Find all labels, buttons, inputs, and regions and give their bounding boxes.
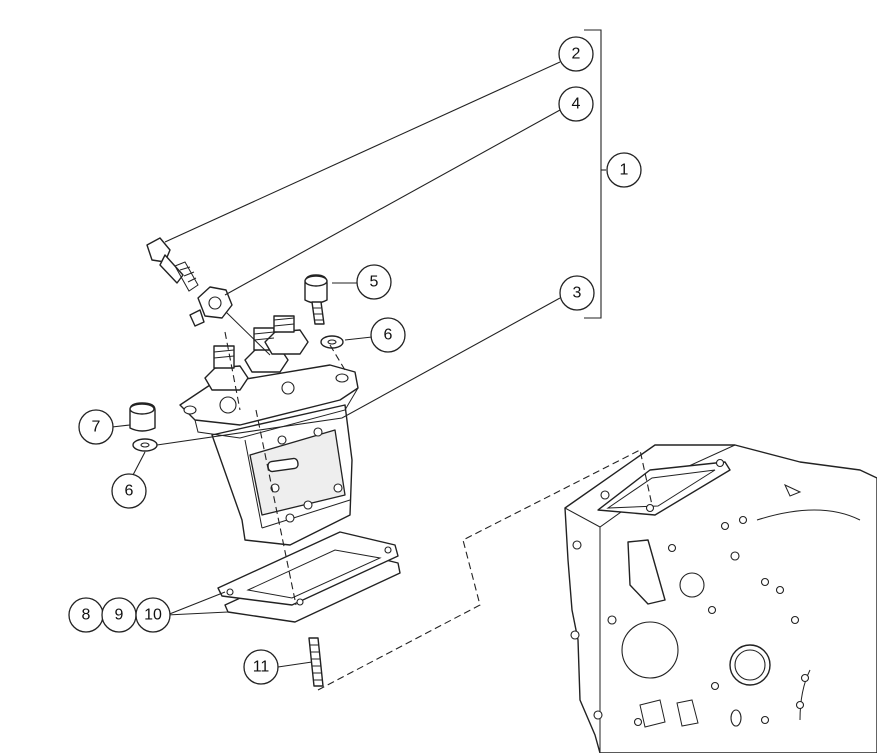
callout-6-upper: 6 bbox=[370, 317, 406, 353]
callout-5: 5 bbox=[356, 264, 392, 300]
callout-10-label: 10 bbox=[144, 607, 162, 624]
assembly-lines bbox=[224, 331, 653, 691]
callout-9-label: 9 bbox=[115, 607, 124, 624]
callout-8-label: 8 bbox=[82, 607, 91, 624]
callout-1-label: 1 bbox=[620, 162, 629, 179]
callout-1: 1 bbox=[606, 152, 642, 188]
callout-3-label: 3 bbox=[573, 285, 582, 302]
callout-6-lower-label: 6 bbox=[125, 483, 134, 500]
callout-3: 3 bbox=[559, 275, 595, 311]
callout-4: 4 bbox=[558, 86, 594, 122]
callout-2: 2 bbox=[558, 36, 594, 72]
callout-4-label: 4 bbox=[572, 96, 581, 113]
cap-screw bbox=[304, 274, 344, 349]
engine-block bbox=[564, 444, 877, 753]
callout-6-lower: 6 bbox=[111, 473, 147, 509]
callout-9: 9 bbox=[101, 597, 137, 633]
injection-pump bbox=[179, 315, 359, 546]
leader-lines bbox=[111, 29, 606, 668]
banjo-bolt bbox=[146, 237, 199, 292]
callout-8: 8 bbox=[68, 597, 104, 633]
banjo-fitting bbox=[189, 286, 271, 356]
stud-bolt bbox=[308, 637, 324, 687]
callout-7: 7 bbox=[78, 409, 114, 445]
callout-10: 10 bbox=[135, 597, 171, 633]
cap-nut bbox=[129, 402, 158, 452]
pump-shims bbox=[217, 531, 401, 623]
callout-5-label: 5 bbox=[370, 274, 379, 291]
callout-11-label: 11 bbox=[253, 659, 270, 676]
callout-6-upper-label: 6 bbox=[384, 327, 393, 344]
callout-11: 11 bbox=[243, 649, 279, 685]
callout-2-label: 2 bbox=[572, 46, 581, 63]
callout-7-label: 7 bbox=[92, 419, 101, 436]
